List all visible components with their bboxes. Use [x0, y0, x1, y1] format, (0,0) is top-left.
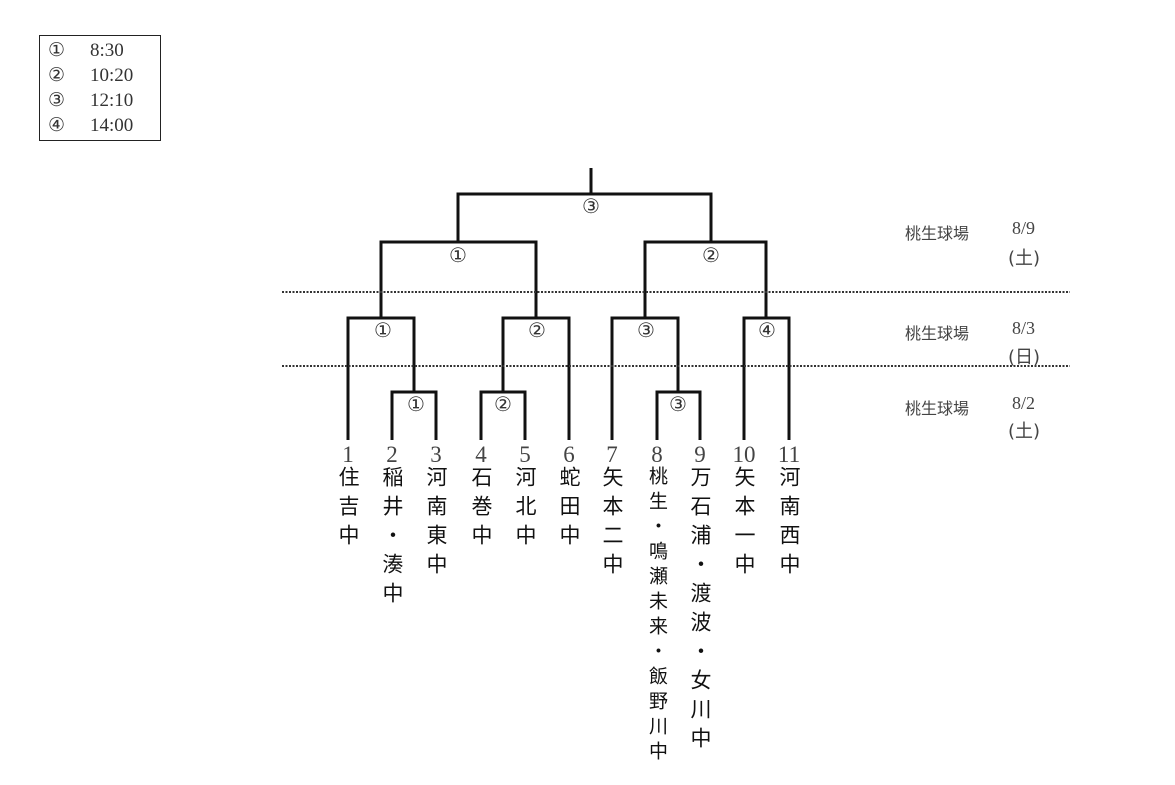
team-name: 河南東中 — [424, 466, 448, 582]
time-legend: ① 8:30 ② 10:20 ③ 12:10 ④ 14:00 — [39, 35, 161, 141]
legend-time: 12:10 — [90, 89, 134, 111]
match-label: ① — [449, 245, 467, 267]
bracket-r2-3 — [610, 316, 680, 440]
match-label: ② — [494, 394, 512, 416]
legend-row: ③ 12:10 — [48, 88, 160, 113]
venue-label: 桃生球場 — [905, 324, 970, 343]
day-label: (土) — [1008, 421, 1041, 442]
team-seed: 2 — [386, 442, 398, 467]
team-seed: 8 — [651, 442, 663, 467]
bracket-r2-2 — [501, 316, 571, 440]
bracket-final — [456, 168, 713, 242]
match-label: ② — [528, 320, 546, 342]
date-label: 8/3 — [1012, 318, 1036, 338]
bracket-r1-2 — [479, 390, 527, 440]
match-label: ① — [374, 320, 392, 342]
bracket-semi-1 — [379, 240, 538, 318]
date-label: 8/9 — [1012, 218, 1036, 238]
venue-label: 桃生球場 — [905, 399, 970, 418]
team-name: 蛇田中 — [557, 466, 581, 553]
legend-row: ④ 14:00 — [48, 113, 160, 138]
team-name: 石巻中 — [469, 466, 493, 553]
bracket-r2-1 — [346, 316, 416, 440]
team-seed: 9 — [694, 442, 706, 467]
team-seed: 4 — [475, 442, 487, 467]
legend-time: 14:00 — [90, 114, 134, 136]
team-seed: 5 — [519, 442, 531, 467]
match-label: ④ — [758, 320, 776, 342]
team-seed: 7 — [606, 442, 618, 467]
team-seed: 3 — [430, 442, 442, 467]
date-label: 8/2 — [1012, 393, 1036, 413]
team-name: 住吉中 — [336, 466, 360, 553]
team-seed: 6 — [563, 442, 575, 467]
team-name: 稲井・湊中 — [380, 466, 404, 611]
match-label: ③ — [582, 196, 600, 218]
match-label: ① — [407, 394, 425, 416]
team-name: 万石浦・渡波・女川中 — [688, 466, 712, 756]
team-name: 河北中 — [513, 466, 537, 553]
bracket-r1-3 — [655, 390, 702, 440]
match-label: ③ — [637, 320, 655, 342]
team-name: 河南西中 — [777, 466, 801, 582]
legend-time: 8:30 — [90, 39, 124, 61]
team-name: 矢本一中 — [732, 466, 756, 582]
day-label: (日) — [1008, 347, 1041, 368]
bracket-r1-1 — [390, 390, 438, 440]
legend-number: ② — [48, 65, 66, 86]
venue-label: 桃生球場 — [905, 224, 970, 243]
match-label: ③ — [669, 394, 687, 416]
team-name: 桃生・鳴瀬未来・飯野川中 — [646, 466, 668, 766]
legend-number: ③ — [48, 90, 66, 111]
match-label: ② — [702, 245, 720, 267]
team-seed: 11 — [777, 442, 801, 467]
team-seed: 10 — [732, 442, 756, 467]
legend-number: ④ — [48, 115, 66, 136]
team-name: 矢本二中 — [600, 466, 624, 582]
team-seed: 1 — [342, 442, 354, 467]
legend-row: ② 10:20 — [48, 63, 160, 88]
legend-time: 10:20 — [90, 64, 134, 86]
legend-row: ① 8:30 — [48, 38, 160, 63]
legend-number: ① — [48, 40, 66, 61]
day-label: (土) — [1008, 248, 1041, 269]
bracket-semi-2 — [643, 240, 768, 318]
bracket-r2-4 — [742, 316, 791, 440]
